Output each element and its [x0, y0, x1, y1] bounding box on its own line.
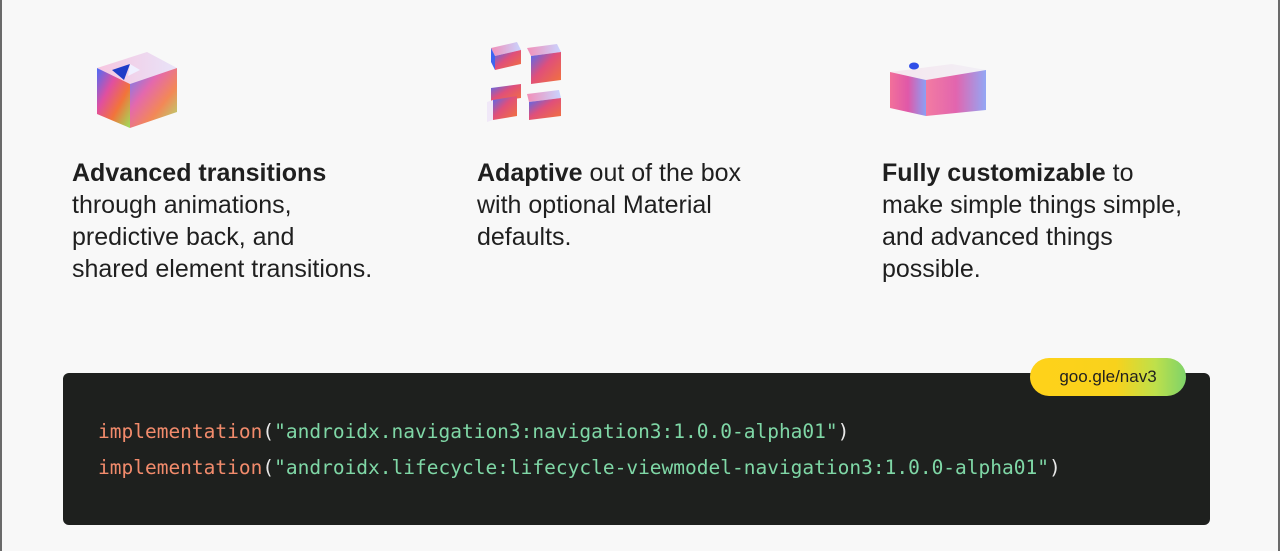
- feature-advanced-transitions: Advanced transitions through animations,…: [72, 40, 432, 283]
- feature-title: Fully customizable: [882, 159, 1106, 187]
- feature-description: Adaptive out of the box with optional Ma…: [477, 157, 741, 253]
- feature-title-tail: to: [1105, 159, 1134, 187]
- code-function-name: implementation: [98, 456, 263, 479]
- 3d-adaptive-blocks-icon: [487, 42, 561, 122]
- code-line: implementation("androidx.lifecycle:lifec…: [98, 456, 1061, 479]
- code-snippet-panel: implementation("androidx.navigation3:nav…: [63, 373, 1210, 525]
- 3d-slab-icon: [890, 62, 986, 116]
- code-function-name: implementation: [98, 420, 263, 443]
- code-string-literal: "androidx.navigation3:navigation3:1.0.0-…: [274, 420, 838, 443]
- code-paren-close: ): [837, 420, 850, 443]
- feature-adaptive: Adaptive out of the box with optional Ma…: [477, 40, 837, 251]
- code-string-literal: "androidx.lifecycle:lifecycle-viewmodel-…: [274, 456, 1049, 479]
- feature-line: possible.: [882, 255, 981, 283]
- code-paren-open: (: [262, 420, 275, 443]
- feature-title: Advanced transitions: [72, 159, 327, 187]
- left-edge-divider: [0, 0, 2, 551]
- feature-line: make simple things simple,: [882, 191, 1183, 219]
- feature-description: Advanced transitions through animations,…: [72, 157, 372, 285]
- feature-line: predictive back, and: [72, 223, 295, 251]
- short-link-badge[interactable]: goo.gle/nav3: [1030, 358, 1186, 396]
- code-paren-open: (: [262, 456, 275, 479]
- right-edge-divider: [1278, 0, 1280, 551]
- feature-line: shared element transitions.: [72, 255, 373, 283]
- feature-line: through animations,: [72, 191, 292, 219]
- feature-line: with optional Material: [477, 191, 712, 219]
- feature-line: and advanced things: [882, 223, 1113, 251]
- feature-title-tail: out of the box: [582, 159, 742, 187]
- feature-customizable: Fully customizable to make simple things…: [882, 40, 1242, 283]
- feature-description: Fully customizable to make simple things…: [882, 157, 1182, 285]
- code-paren-close: ): [1048, 456, 1061, 479]
- feature-line: defaults.: [477, 223, 572, 251]
- feature-title: Adaptive: [477, 159, 583, 187]
- code-line: implementation("androidx.navigation3:nav…: [98, 420, 849, 443]
- 3d-arrow-box-icon: [97, 52, 177, 128]
